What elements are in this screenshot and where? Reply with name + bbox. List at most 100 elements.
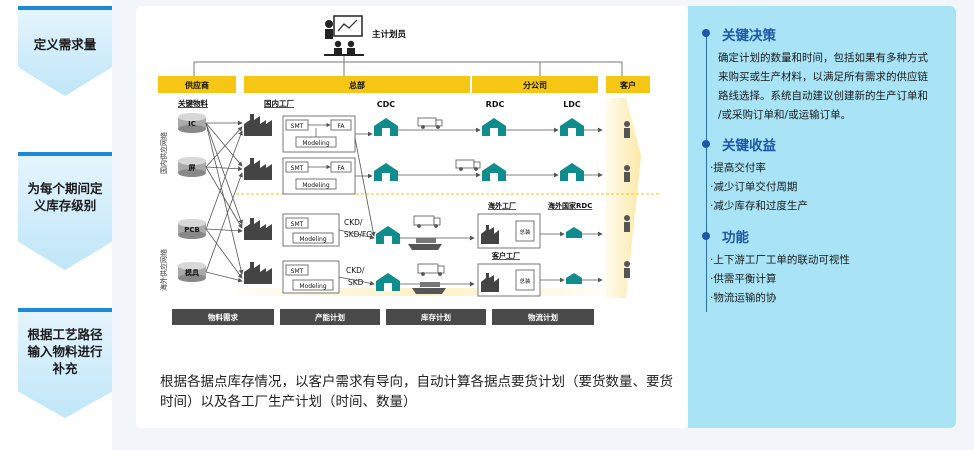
bar-logistics-plan: 物流计划 (492, 309, 594, 325)
factory-icon (244, 262, 272, 284)
warehouse-icon (560, 118, 584, 136)
customer-person-icon (624, 165, 630, 182)
section-title-key-benefit: 关键收益 (722, 138, 776, 154)
ship-icon (412, 282, 446, 294)
bar-material-demand: 物料需求 (172, 309, 274, 325)
header-customer: 客户 (606, 76, 650, 93)
overseas-rdc-label: 海外国家RDC (548, 201, 592, 210)
svg-text:Modeling: Modeling (302, 140, 329, 147)
svg-text:Modeling: Modeling (299, 236, 326, 243)
overseas-factory-label: 海外工厂 (488, 201, 516, 210)
svg-text:客户: 客户 (619, 80, 636, 90)
svg-text:SMT: SMT (291, 268, 304, 275)
warehouse-icon (374, 163, 398, 181)
bar-capacity-plan: 产能计划 (280, 309, 380, 325)
step-define-inventory[interactable]: 为每个期间定 义库存级别 (18, 152, 112, 270)
svg-text:Modeling: Modeling (302, 182, 329, 189)
col-rdc: RDC (486, 100, 505, 109)
step-define-demand[interactable]: 定义需求量 (18, 6, 112, 96)
warehouse-icon (376, 226, 400, 244)
ckd-skd-label: CKD/ (346, 266, 365, 275)
planner-label: 主计划员 (372, 29, 407, 40)
warehouse-icon (482, 118, 506, 136)
overseas-factory-box: 总装 (477, 213, 541, 249)
bar-inventory-plan: 库存计划 (386, 309, 486, 325)
svg-text:屏: 屏 (188, 163, 196, 172)
factory-icon (244, 158, 272, 180)
ckd-skd-label: SKD (348, 278, 364, 287)
process-box: SMT FA Modeling (282, 157, 356, 195)
customer-factory-label: 客户工厂 (491, 251, 520, 260)
svg-text:模具: 模具 (185, 268, 199, 277)
material-pcb: PCB (178, 219, 206, 239)
section-body-key-decision: 确定计划的数量和时间，包括如果有多种方式 来购买或生产材料，以满足所有需求的供应… (718, 52, 928, 121)
ckd-fg-label: CKD/ (344, 218, 363, 227)
svg-text:PCB: PCB (184, 226, 200, 234)
customer-person-icon (624, 121, 630, 138)
svg-text:FA: FA (337, 123, 345, 130)
col-ldc: LDC (563, 100, 581, 109)
svg-text:总装: 总装 (519, 277, 531, 285)
svg-text:物料需求: 物料需求 (208, 312, 238, 322)
customer-person-icon (624, 215, 630, 232)
section-body-key-benefit: ·提高交付率 ·减少订单交付周期 ·减少库存和过度生产 (710, 162, 808, 212)
svg-text:FA: FA (337, 165, 345, 172)
section-title-function: 功能 (722, 230, 749, 246)
customer-factory-box: 总装 (477, 263, 541, 297)
step-label: 根据工艺路径 输入物料进行 补充 (27, 327, 103, 376)
customer-person-icon (624, 261, 630, 278)
svg-text:IC: IC (188, 120, 196, 128)
warehouse-icon (566, 273, 582, 284)
step-replenish-material[interactable]: 根据工艺路径 输入物料进行 补充 (18, 308, 112, 418)
ship-icon (408, 238, 442, 250)
supply-chain-diagram: 主计划员 供应商 总部 分公司 客户 关键物料 国内工厂 CDC RDC LDC (158, 15, 661, 325)
warehouse-icon (376, 273, 400, 291)
svg-text:SMT: SMT (291, 221, 304, 228)
side-label-overseas: 海外供应网络 (159, 249, 168, 291)
col-cdc: CDC (377, 100, 396, 109)
warehouse-icon (566, 227, 582, 238)
material-mold: 模具 (178, 262, 206, 282)
truck-icon (413, 215, 441, 228)
col-domestic-factory: 国内工厂 (264, 98, 294, 108)
svg-text:Modeling: Modeling (299, 283, 326, 290)
header-branch: 分公司 (472, 76, 598, 93)
side-label-domestic: 国内供应网络 (159, 132, 168, 174)
truck-icon (417, 117, 443, 129)
warehouse-icon (482, 163, 506, 181)
factory-icon (244, 218, 272, 240)
material-screen: 屏 (178, 157, 206, 177)
process-box: SMT Modeling (282, 260, 340, 294)
step-label: 为每个期间定 义库存级别 (27, 181, 103, 213)
step-label: 定义需求量 (33, 37, 97, 52)
svg-text:总装: 总装 (519, 228, 531, 236)
factory-icon (244, 114, 272, 136)
diagram-caption: 根据各据点库存情况，以客户需求有导向，自动计算各据点要货计划（要货数量、要货时间… (160, 374, 673, 410)
process-box: SMT Modeling (282, 213, 340, 247)
header-headquarters: 总部 (244, 76, 470, 93)
svg-text:物流计划: 物流计划 (528, 312, 558, 322)
warehouse-icon (560, 163, 584, 181)
planner-icon (324, 15, 364, 56)
svg-text:供应商: 供应商 (184, 80, 209, 90)
info-panel: 关键决策 确定计划的数量和时间，包括如果有多种方式 来购买或生产材料，以满足所有… (688, 6, 956, 428)
col-key-material: 关键物料 (178, 98, 208, 108)
truck-icon (417, 263, 445, 276)
bullet-dot-icon (702, 232, 710, 240)
process-box: SMT FA Modeling (282, 115, 356, 153)
svg-text:库存计划: 库存计划 (421, 312, 451, 322)
section-body-function: ·上下游工厂工单的联动可视性 ·供需平衡计算 ·物流运输的协 (710, 254, 850, 304)
svg-text:SMT: SMT (291, 165, 304, 172)
material-ic: IC (178, 113, 206, 133)
warehouse-icon (374, 118, 398, 136)
svg-text:总部: 总部 (349, 80, 365, 90)
supply-chain-panel: 主计划员 供应商 总部 分公司 客户 关键物料 国内工厂 CDC RDC LDC (136, 6, 688, 428)
process-steps: 定义需求量 为每个期间定 义库存级别 根据工艺路径 输入物料进行 补充 (0, 0, 112, 450)
svg-text:产能计划: 产能计划 (315, 312, 345, 322)
header-supplier: 供应商 (158, 76, 236, 93)
svg-text:SMT: SMT (291, 123, 304, 130)
svg-text:分公司: 分公司 (523, 80, 547, 90)
section-title-key-decision: 关键决策 (722, 28, 776, 44)
bullet-dot-icon (702, 29, 710, 37)
truck-icon (455, 159, 481, 171)
